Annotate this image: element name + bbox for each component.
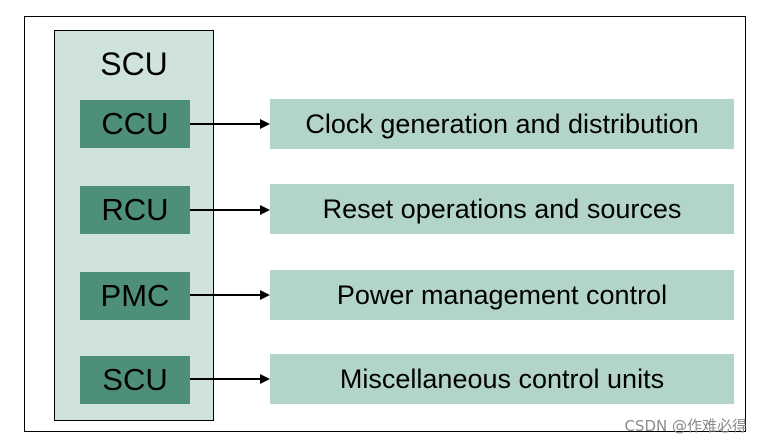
watermark: CSDN @作难必得 <box>624 417 747 435</box>
unit-box-scu: SCU <box>80 356 190 404</box>
description-box-clock: Clock generation and distribution <box>270 99 734 149</box>
arrow-rcu <box>190 205 270 215</box>
description-box-power: Power management control <box>270 270 734 320</box>
unit-box-ccu: CCU <box>80 100 190 148</box>
arrow-scu <box>190 374 270 384</box>
description-box-reset: Reset operations and sources <box>270 184 734 234</box>
scu-container-label: SCU <box>100 46 168 82</box>
arrow-pmc <box>190 290 270 300</box>
unit-box-rcu: RCU <box>80 186 190 234</box>
description-box-misc: Miscellaneous control units <box>270 354 734 404</box>
unit-box-pmc: PMC <box>80 272 190 320</box>
arrow-ccu <box>190 119 270 129</box>
